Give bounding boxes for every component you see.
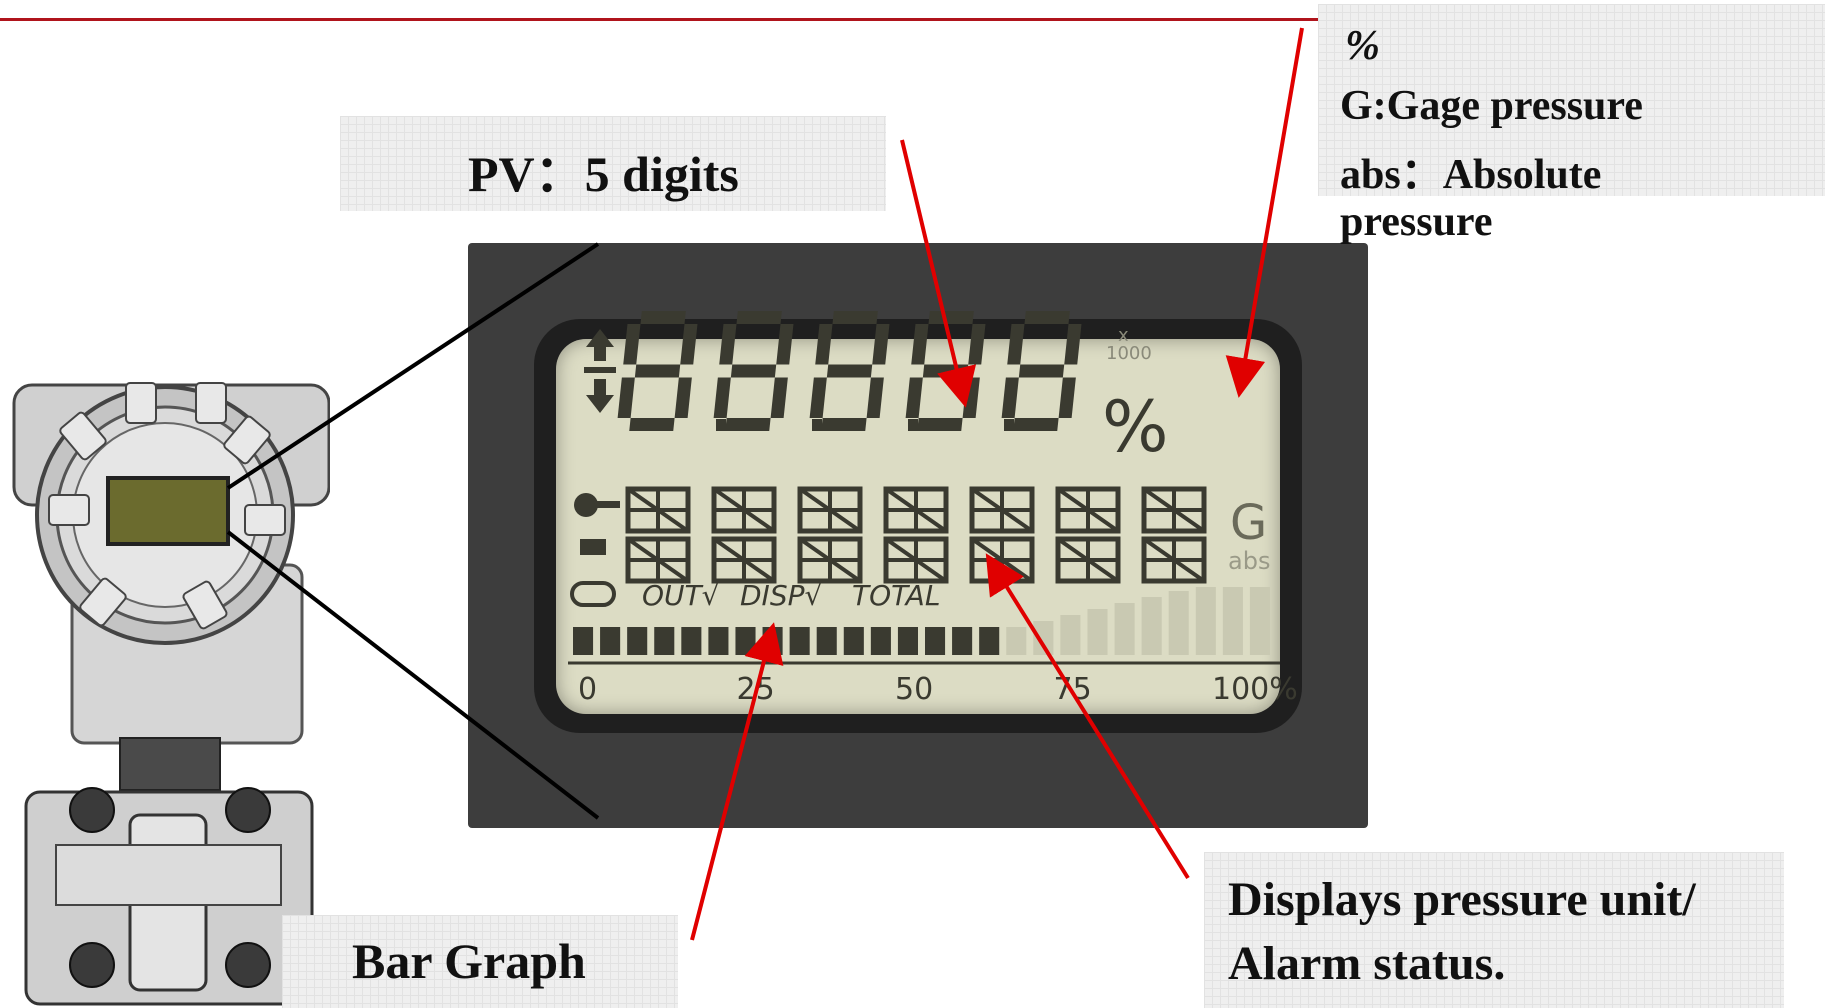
status-callout-line-1: Displays pressure unit/ (1228, 873, 1696, 926)
alpha-char-row-2 (883, 536, 949, 584)
status-callout-box (1204, 852, 1784, 1008)
bar-graph-segment (816, 627, 837, 655)
units-callout-box (1318, 4, 1825, 196)
lcd-photo: x 1000 % G abs OUT√ DISP√ TOTAL 0 25 50 75 1… (468, 243, 1368, 828)
bar-graph-segment (870, 627, 891, 655)
pv-digit-display (617, 311, 1082, 431)
pv-decimal-point (716, 419, 726, 431)
bar-graph-scale-label: 25 (737, 672, 775, 707)
transmitter-illustration (12, 382, 330, 1006)
flag-icon (580, 539, 606, 555)
loop-icon (570, 581, 616, 607)
bar-graph-segment (1168, 591, 1189, 655)
alpha-char-row-2 (969, 536, 1035, 584)
status-out-label: OUT√ (642, 579, 720, 612)
status-callout-line-2: Alarm status. (1228, 937, 1506, 990)
bar-graph-segment (897, 627, 918, 655)
unit-percent-label: % (1102, 386, 1169, 468)
bar-graph-segment (1087, 609, 1108, 655)
alpha-char-row-2 (625, 536, 691, 584)
pv-digit (713, 311, 794, 431)
title-rule (0, 18, 1825, 21)
pv-decimal-point (812, 419, 822, 431)
units-callout-line-1: % (1345, 23, 1380, 69)
bar-graph-segment (789, 627, 810, 655)
bar-graph-segment (627, 627, 648, 655)
alpha-char-row-2 (711, 536, 777, 584)
bar-graph-callout-box (282, 915, 678, 1008)
pv-callout-box (340, 116, 886, 211)
lcd-segments: x 1000 % G abs OUT√ DISP√ TOTAL 0 25 50 75 1… (568, 311, 1298, 707)
bar-graph-segment (1033, 621, 1054, 655)
units-callout-line-3: abs：Absolute (1340, 152, 1602, 198)
unit-x1000-label-2: 1000 (1106, 343, 1152, 364)
alphanumeric-row-2 (625, 536, 1207, 584)
pv-digit (1001, 311, 1082, 431)
bar-graph-segment (1141, 597, 1162, 655)
bar-graph-segment (1006, 627, 1027, 655)
up-arrow-icon (586, 329, 614, 361)
bar-graph-scale: 0 25 50 75 100% (578, 672, 1298, 707)
bar-graph-segment (843, 627, 864, 655)
bar-graph-segment (735, 627, 756, 655)
bar-graph-segment (952, 627, 973, 655)
bar-graph-scale-label: 100% (1212, 672, 1298, 707)
alpha-char-row-2 (1141, 536, 1207, 584)
pv-callout-label: PV：5 digits (468, 146, 739, 202)
down-arrow-icon (586, 379, 614, 413)
bar-graph-segment (708, 627, 729, 655)
bar-graph-segment (1060, 615, 1081, 655)
pv-decimal-point (1004, 419, 1014, 431)
alpha-char-row-2 (797, 536, 863, 584)
pv-digit (905, 311, 986, 431)
alpha-char-row-1 (1055, 486, 1121, 534)
key-icon (574, 493, 620, 517)
bar-graph-segment (1114, 603, 1135, 655)
bar-graph-segment (681, 627, 702, 655)
alpha-char-row-1 (969, 486, 1035, 534)
alpha-char-row-1 (625, 486, 691, 534)
bar-graph-segment (925, 627, 946, 655)
alpha-char-row-1 (883, 486, 949, 534)
bar-graph-scale-label: 0 (578, 672, 597, 707)
pv-digit (809, 311, 890, 431)
bar-graph-scale-label: 75 (1054, 672, 1092, 707)
status-disp-label: DISP√ (740, 579, 822, 612)
alphanumeric-row-1 (625, 486, 1207, 534)
alpha-char-row-2 (1055, 536, 1121, 584)
units-callout-line-2: G:Gage pressure (1340, 83, 1643, 129)
pv-digit (617, 311, 698, 431)
bar-graph-segment (573, 627, 594, 655)
bar-graph-scale-label: 50 (895, 672, 933, 707)
unit-abs-label: abs (1228, 547, 1270, 575)
alpha-char-row-1 (797, 486, 863, 534)
bar-graph-segment (1195, 587, 1216, 655)
unit-gage-label: G (1230, 495, 1267, 551)
status-total-label: TOTAL (852, 579, 940, 612)
bar-graph-segment (600, 627, 621, 655)
bar-graph-segment (979, 627, 1000, 655)
separator-icon (584, 367, 616, 373)
pv-decimal-point (908, 419, 918, 431)
bar-graph-segment (1222, 587, 1243, 655)
alpha-char-row-1 (1141, 486, 1207, 534)
units-callout-line-4: pressure (1340, 199, 1493, 245)
bar-graph-callout-label: Bar Graph (352, 933, 586, 989)
bar-graph-segment (1249, 587, 1270, 655)
bar-graph-segment (762, 627, 783, 655)
unit-x1000-label-1: x (1118, 325, 1129, 346)
bar-graph-segment (654, 627, 675, 655)
alpha-char-row-1 (711, 486, 777, 534)
